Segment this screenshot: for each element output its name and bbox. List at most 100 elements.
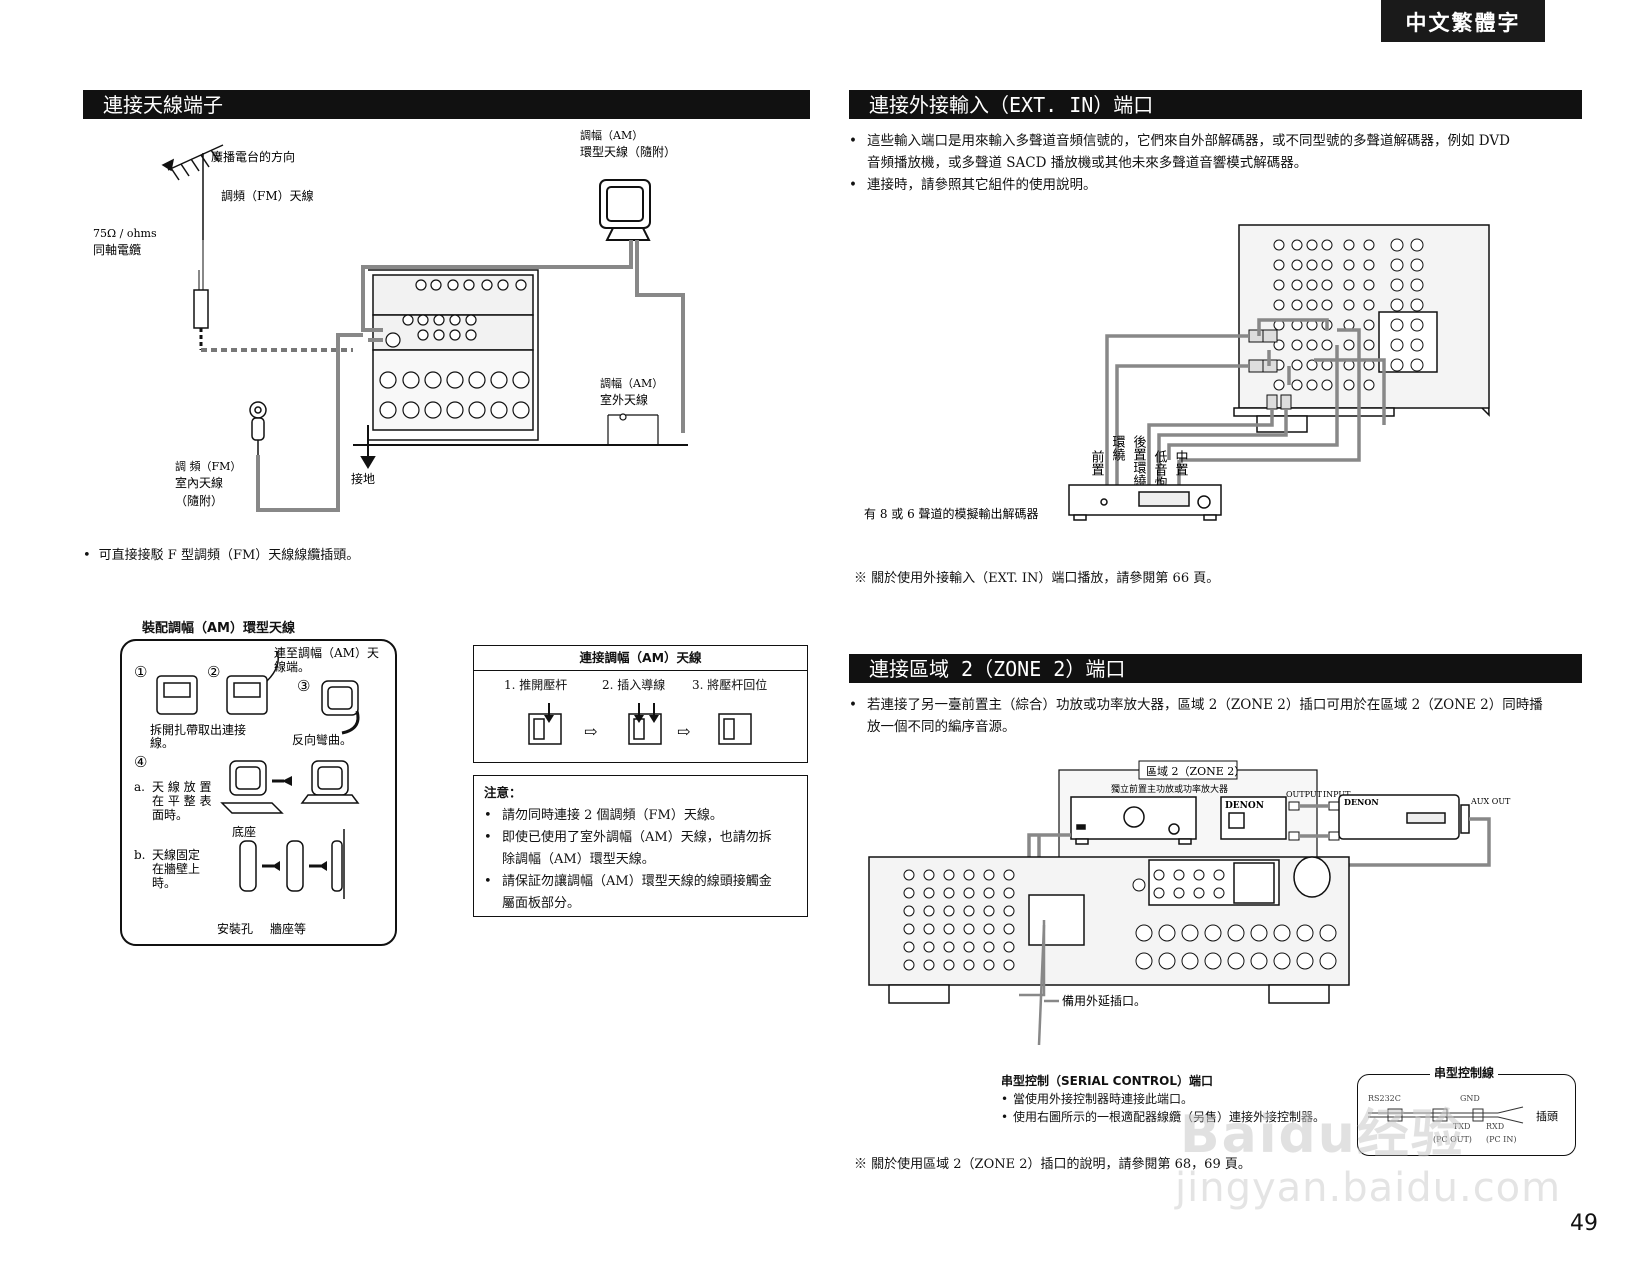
page-number: 49 xyxy=(1570,1211,1598,1236)
caution-title: 注意： xyxy=(484,785,522,800)
a-text-1: 天 線 放 置 xyxy=(152,779,211,794)
serial-cable-title: 串型控制線 xyxy=(1430,1064,1499,1081)
label-coax-1: 75Ω / ohms xyxy=(93,227,157,240)
am-step1: 1. 推開壓杆 xyxy=(504,678,568,692)
pc-out-label: (PC OUT) xyxy=(1433,1135,1472,1144)
mount-hole-label: 安裝孔 xyxy=(217,921,253,936)
label-ground: 接地 xyxy=(351,471,375,486)
arrow-1-icon: ⇨ xyxy=(584,722,597,741)
zone2-amplifier-icon xyxy=(1070,796,1197,845)
am-step3: 3. 將壓杆回位 xyxy=(692,678,768,692)
aux-device-brand: DENON xyxy=(1344,797,1379,807)
antenna-note-text: 可直接接駁 F 型調頻（FM）天線線纜插頭。 xyxy=(98,548,360,563)
am-assembly-title: 裝配調幅（AM）環型天線 xyxy=(142,621,295,636)
am-outdoor-antenna-icon xyxy=(607,413,659,445)
zone2-reference: ※ 關於使用區域 2（ZONE 2）插口的說明，請參閱第 68，69 頁。 xyxy=(854,1157,1251,1172)
serial-cable-illustration: RS232C GND TXD RXD (PC OUT) (PC IN) 插頭 xyxy=(1368,1094,1558,1144)
b-text-1: 天線固定 xyxy=(152,847,200,862)
caution-box: 注意： •請勿同時連接 2 個調頻（FM）天線。 •即使已使用了室外調幅（AM）… xyxy=(473,775,808,917)
step3-icon: ③ xyxy=(297,677,310,695)
arrow-2-icon: ⇨ xyxy=(677,722,690,741)
channel-front: 前置 xyxy=(1089,449,1105,476)
caution-item-1-text: 請勿同時連接 2 個調頻（FM）天線。 xyxy=(502,808,723,823)
label-fm-antenna: 調頻（FM）天線 xyxy=(221,188,314,203)
label-fm-indoor-2: 室內天線 xyxy=(175,475,223,490)
fm-indoor-antenna-icon xyxy=(249,401,267,455)
label-am-outdoor-1: 調幅（AM） xyxy=(600,376,663,390)
ground-icon xyxy=(360,425,376,469)
input-label: INPUT xyxy=(1323,790,1351,799)
zone2-section-title: 連接區域 2（ZONE 2）端口 xyxy=(849,654,1582,683)
spare-port-label: 備用外延插口。 xyxy=(1062,993,1146,1008)
watermark-logo: Baidu经验 xyxy=(1180,1105,1465,1165)
label-am-loop-2: 環型天線（隨附） xyxy=(580,144,676,159)
bend-back: 反向彎曲。 xyxy=(292,732,352,747)
channel-subwoofer: 低音炮 xyxy=(1152,450,1168,489)
a-label: a. xyxy=(134,780,145,794)
zone2-bullets: •若連接了另一臺前置主（綜合）功放或功率放大器，區域 2（ZONE 2）插口可用… xyxy=(849,694,1584,738)
label-fm-indoor-3: （隨附） xyxy=(175,493,223,508)
zone2-connection-diagram: 區域 2（ZONE 2） 獨立前置主功放或功率放大器 DENON OUTPUT … xyxy=(868,760,1511,1046)
caution-item-2-text: 即使已使用了室外調幅（AM）天線，也請勿拆 xyxy=(502,830,772,845)
zone2-box-sub: 獨立前置主功放或功率放大器 xyxy=(1111,783,1228,795)
am-assembly-box: 連至調幅（AM）天 線端。 ① ② ③ 拆開扎帶取出連接 線。 反向彎曲。 ④ … xyxy=(120,639,397,946)
am-loop-antenna-icon xyxy=(599,179,651,241)
am-assembly-illustration: 連至調幅（AM）天 線端。 ① ② ③ 拆開扎帶取出連接 線。 反向彎曲。 ④ … xyxy=(134,645,379,936)
channel-surround: 環繞 xyxy=(1110,435,1126,461)
label-am-loop-1: 調幅（AM） xyxy=(580,128,643,142)
ext-in-bullets: •這些輸入端口是用來輸入多聲道音頻信號的，它們來自外部解碼器，或不同型號的多聲道… xyxy=(849,130,1584,196)
ext-in-bullet-1: •這些輸入端口是用來輸入多聲道音頻信號的，它們來自外部解碼器，或不同型號的多聲道… xyxy=(849,133,1510,149)
serial-control-items: •當使用外接控制器時連接此端口。 •使用右圖所示的一根適配器線纜（另售）連接外接… xyxy=(1001,1090,1325,1126)
decoder-device-icon xyxy=(1068,484,1222,521)
txd-label: TXD xyxy=(1453,1122,1470,1131)
aux-source-device-icon xyxy=(1338,794,1470,840)
output-label: OUTPUT xyxy=(1286,790,1323,799)
serial-cable-box: 串型控制線 RS232C GND TXD RXD (PC OUT) (PC IN… xyxy=(1357,1064,1576,1156)
b-text-3: 時。 xyxy=(152,876,176,890)
serial-item-2-text: 使用右圖所示的一根適配器線纜（另售）連接外接控制器。 xyxy=(1013,1110,1326,1124)
serial-item-1: •當使用外接控制器時連接此端口。 xyxy=(1001,1092,1194,1106)
serial-control-title: 串型控制（SERIAL CONTROL）端口 xyxy=(1001,1074,1213,1088)
gnd-label: GND xyxy=(1460,1094,1480,1103)
a-text-3: 面時。 xyxy=(152,808,188,822)
wall-etc-label: 牆座等 xyxy=(270,921,306,936)
channel-center: 中置 xyxy=(1173,450,1189,476)
receiver-rear-panel-ext xyxy=(1233,224,1490,433)
label-fm-indoor-1: 調 頻（FM） xyxy=(175,459,241,473)
label-coax-2: 同軸電纜 xyxy=(93,243,141,257)
step1-icon: ① xyxy=(134,663,147,681)
ext-in-connection-diagram: 前置 環繞 後置環繞 低音炮 中置 有 8 或 6 聲道的模擬輸出解碼器 xyxy=(864,224,1490,521)
ext-in-reference: ※ 關於使用外接輸入（EXT. IN）端口播放，請參閱第 66 頁。 xyxy=(854,571,1220,586)
zone2-bullet-1-text: 若連接了另一臺前置主（綜合）功放或功率放大器，區域 2（ZONE 2）插口可用於… xyxy=(867,697,1543,713)
caution-item-3: •請保証勿讓調幅（AM）環型天線的線頭接觸金 xyxy=(484,874,772,889)
am-connect-to-1: 連至調幅（AM）天 xyxy=(274,645,379,660)
pc-in-label: (PC IN) xyxy=(1486,1135,1516,1144)
coax-connector-icon xyxy=(193,289,209,329)
caution-item-3-text: 請保証勿讓調幅（AM）環型天線的線頭接觸金 xyxy=(502,874,772,889)
denon-unit-brand: DENON xyxy=(1225,801,1264,811)
caution-item-2-cont: 除調幅（AM）環型天線。 xyxy=(502,852,655,867)
zone2-bullet-1: •若連接了另一臺前置主（綜合）功放或功率放大器，區域 2（ZONE 2）插口可用… xyxy=(849,697,1543,713)
antenna-section-title: 連接天線端子 xyxy=(83,90,810,119)
ext-in-bullet-2-text: 連接時，請參照其它組件的使用說明。 xyxy=(867,177,1097,193)
caution-item-1: •請勿同時連接 2 個調頻（FM）天線。 xyxy=(484,808,723,823)
am-connect-box: 連接調幅（AM）天線 1. 推開壓杆 2. 插入導線 3. 將壓杆回位 ⇨ ⇨ xyxy=(473,645,808,763)
serial-item-2: •使用右圖所示的一根適配器線纜（另售）連接外接控制器。 xyxy=(1001,1110,1326,1124)
decoder-label: 有 8 或 6 聲道的模擬輸出解碼器 xyxy=(864,506,1039,521)
am-connect-title: 連接調幅（AM）天線 xyxy=(474,646,807,671)
zone2-bullet-1-cont: 放一個不同的編序音源。 xyxy=(867,719,1016,735)
ext-in-section-title: 連接外接輸入（EXT. IN）端口 xyxy=(849,90,1582,119)
label-am-outdoor-2: 室外天線 xyxy=(600,392,648,407)
caution-item-2: •即使已使用了室外調幅（AM）天線，也請勿拆 xyxy=(484,830,772,845)
rs232c-label: RS232C xyxy=(1368,1094,1401,1103)
step4-icon: ④ xyxy=(134,753,147,771)
denon-unit-icon xyxy=(1220,796,1287,840)
remove-tie-1: 拆開扎帶取出連接 xyxy=(150,722,246,737)
fm-antenna-icon xyxy=(161,144,224,240)
rxd-label: RXD xyxy=(1486,1122,1504,1131)
step2-icon: ② xyxy=(207,663,220,681)
antenna-connection-diagram: 廣播電台的方向 調頻（FM）天線 75Ω / ohms 同軸電纜 調幅（AM） … xyxy=(93,128,688,512)
caution-list: •請勿同時連接 2 個調頻（FM）天線。 •即使已使用了室外調幅（AM）天線，也… xyxy=(484,805,797,915)
am-terminal-steps-illustration: ⇨ ⇨ xyxy=(528,703,752,745)
language-tab: 中文繁體字 xyxy=(1381,0,1545,42)
